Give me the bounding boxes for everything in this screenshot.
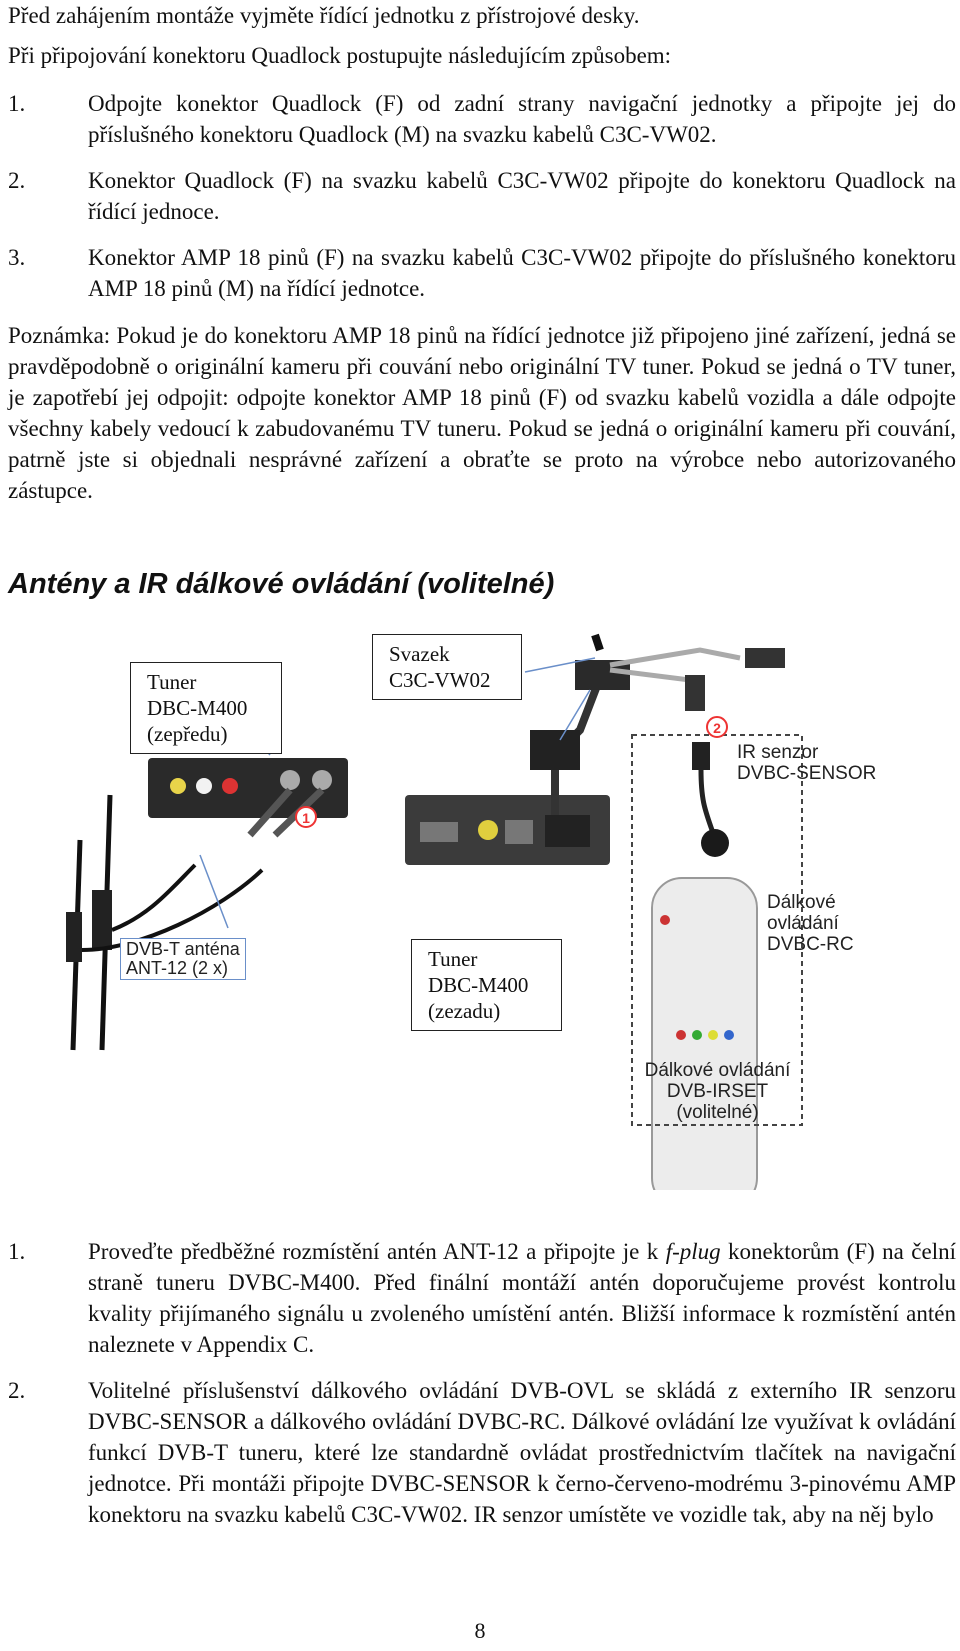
- marker-1-label: 1: [302, 810, 310, 826]
- quadlock-intro-paragraph: Při připojování konektoru Quadlock postu…: [8, 43, 672, 68]
- remote-control-graphic: [651, 877, 758, 1209]
- ir-sensor-graphic: [692, 742, 729, 857]
- list-text: Odpojte konektor Quadlock (F) od zadní s…: [88, 91, 956, 147]
- marker-1-circle: [295, 806, 317, 828]
- list-text: Konektor Quadlock (F) na svazku kabelů C…: [88, 168, 956, 224]
- marker-2-circle: [706, 716, 728, 738]
- list-text: Proveďte předběžné rozmístění antén ANT-…: [88, 1239, 956, 1357]
- label-tuner-front: Tuner DBC-M400 (zepředu): [130, 662, 282, 754]
- tuner-rear-graphic: [405, 633, 785, 865]
- list-text: Konektor AMP 18 pinů (F) na svazku kabel…: [88, 245, 956, 301]
- leader-line: [524, 657, 596, 673]
- leader-line: [559, 689, 591, 741]
- note-paragraph: Poznámka: Pokud je do konektoru AMP 18 p…: [8, 323, 956, 503]
- section-heading: Antény a IR dálkové ovládání (volitelné): [8, 568, 555, 600]
- label-tuner-rear: Tuner DBC-M400 (zezadu): [411, 939, 562, 1031]
- list-number: 3.: [8, 245, 26, 270]
- page-number: 8: [474, 1618, 486, 1643]
- list-text: Volitelné příslušenství dálkového ovládá…: [88, 1378, 956, 1527]
- label-antenna: DVB-T anténa ANT-12 (2 x): [120, 938, 246, 980]
- label-remote: Dálkové ovládání DVBC-RC: [767, 892, 854, 955]
- installation-diagram: 1 2 Tuner DBC-M400 (zepředu) Svazek C3C-…: [0, 630, 960, 1209]
- list-number: 1.: [8, 1239, 26, 1264]
- intro-paragraph: Před zahájením montáže vyjměte řídící je…: [8, 3, 640, 28]
- italic-term: f-plug: [665, 1239, 721, 1264]
- list-number: 2.: [8, 168, 26, 193]
- tuner-front-graphic: [148, 758, 348, 838]
- list-number: 2.: [8, 1378, 26, 1403]
- list-number: 1.: [8, 91, 26, 116]
- diagram-illustration: 1 2: [66, 633, 803, 1209]
- leader-line: [199, 854, 229, 929]
- label-remote-set: Dálkové ovládání DVB-IRSET (volitelné): [644, 1060, 791, 1123]
- antenna-graphic: [66, 794, 264, 1051]
- marker-2-label: 2: [713, 720, 721, 736]
- label-harness: Svazek C3C-VW02: [372, 634, 522, 700]
- label-ir-sensor: IR senzor DVBC-SENSOR: [737, 742, 877, 784]
